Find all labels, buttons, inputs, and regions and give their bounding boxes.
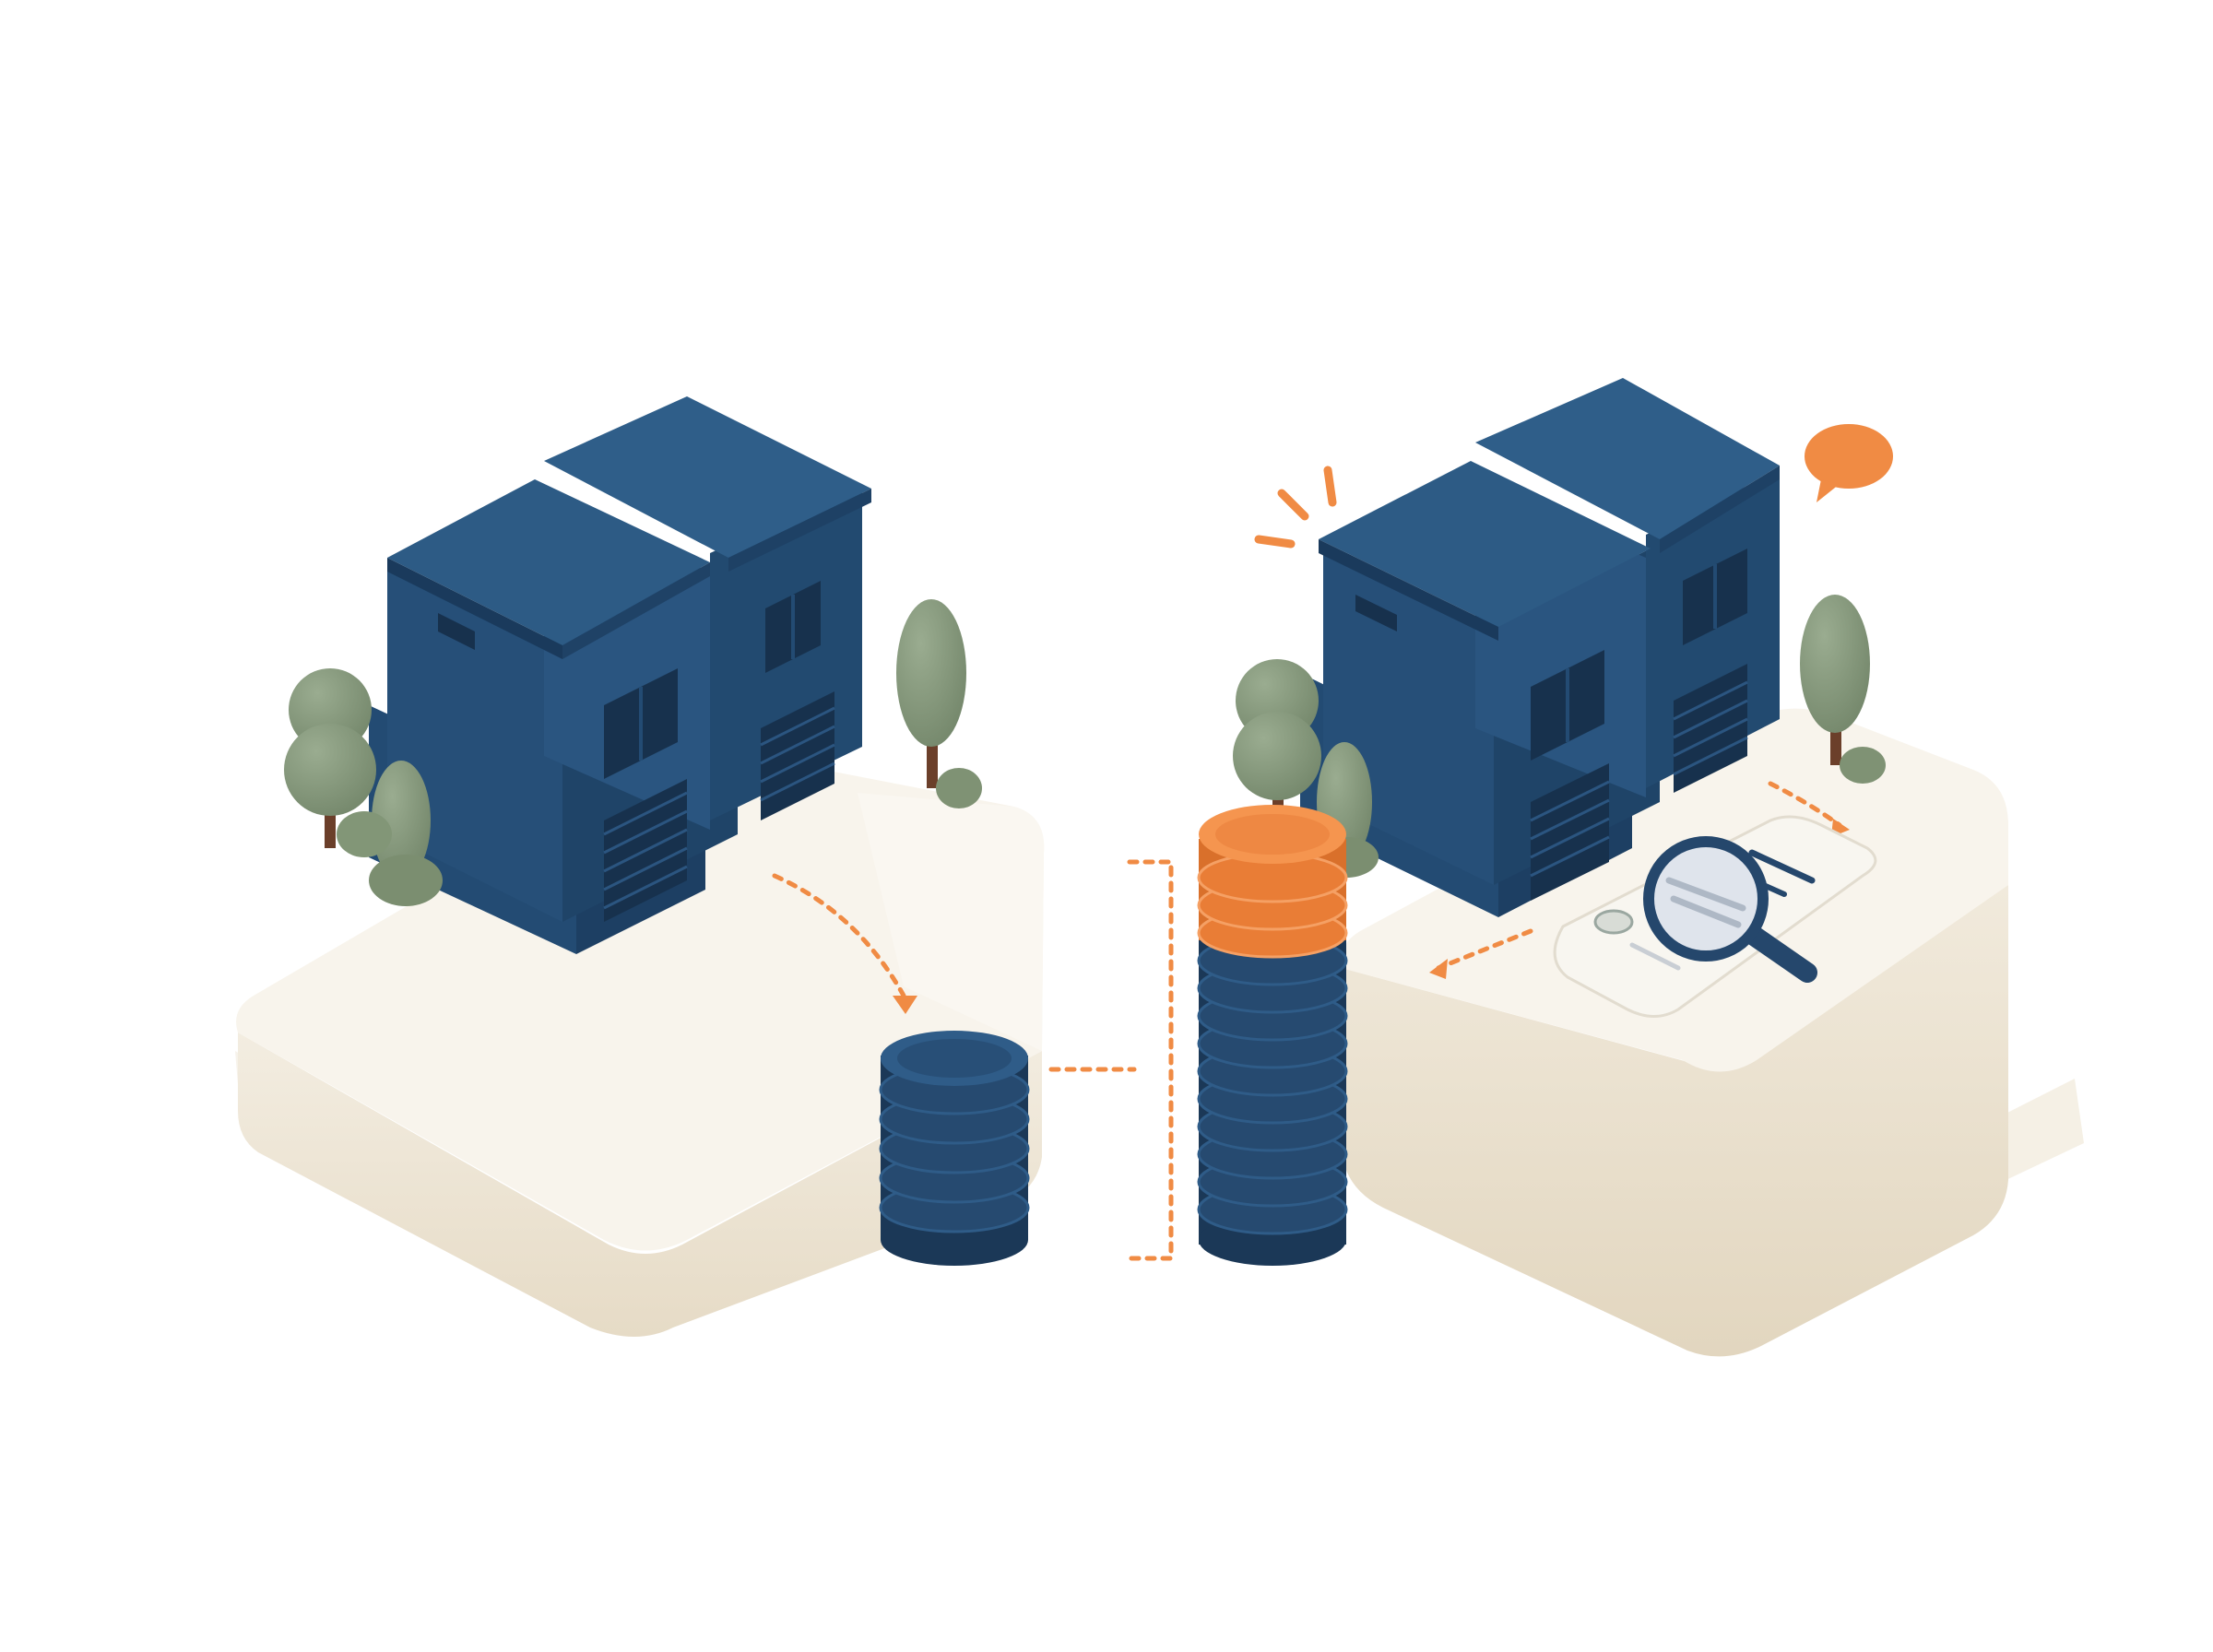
speech-bubble-icon [1805, 424, 1893, 502]
tree-icon-right [1233, 595, 1886, 878]
garage-door-right [760, 691, 835, 820]
tree-icon [284, 599, 982, 906]
dashed-arrows [772, 781, 1842, 1261]
coin-stack-tall-icon [1197, 805, 1348, 1266]
magnifier-icon [1643, 836, 1817, 983]
garage-door-left [603, 779, 688, 922]
coin-stack-small-icon [879, 1031, 1030, 1266]
alert-spark-icon [1254, 466, 1337, 549]
house-icon-left [369, 396, 871, 954]
